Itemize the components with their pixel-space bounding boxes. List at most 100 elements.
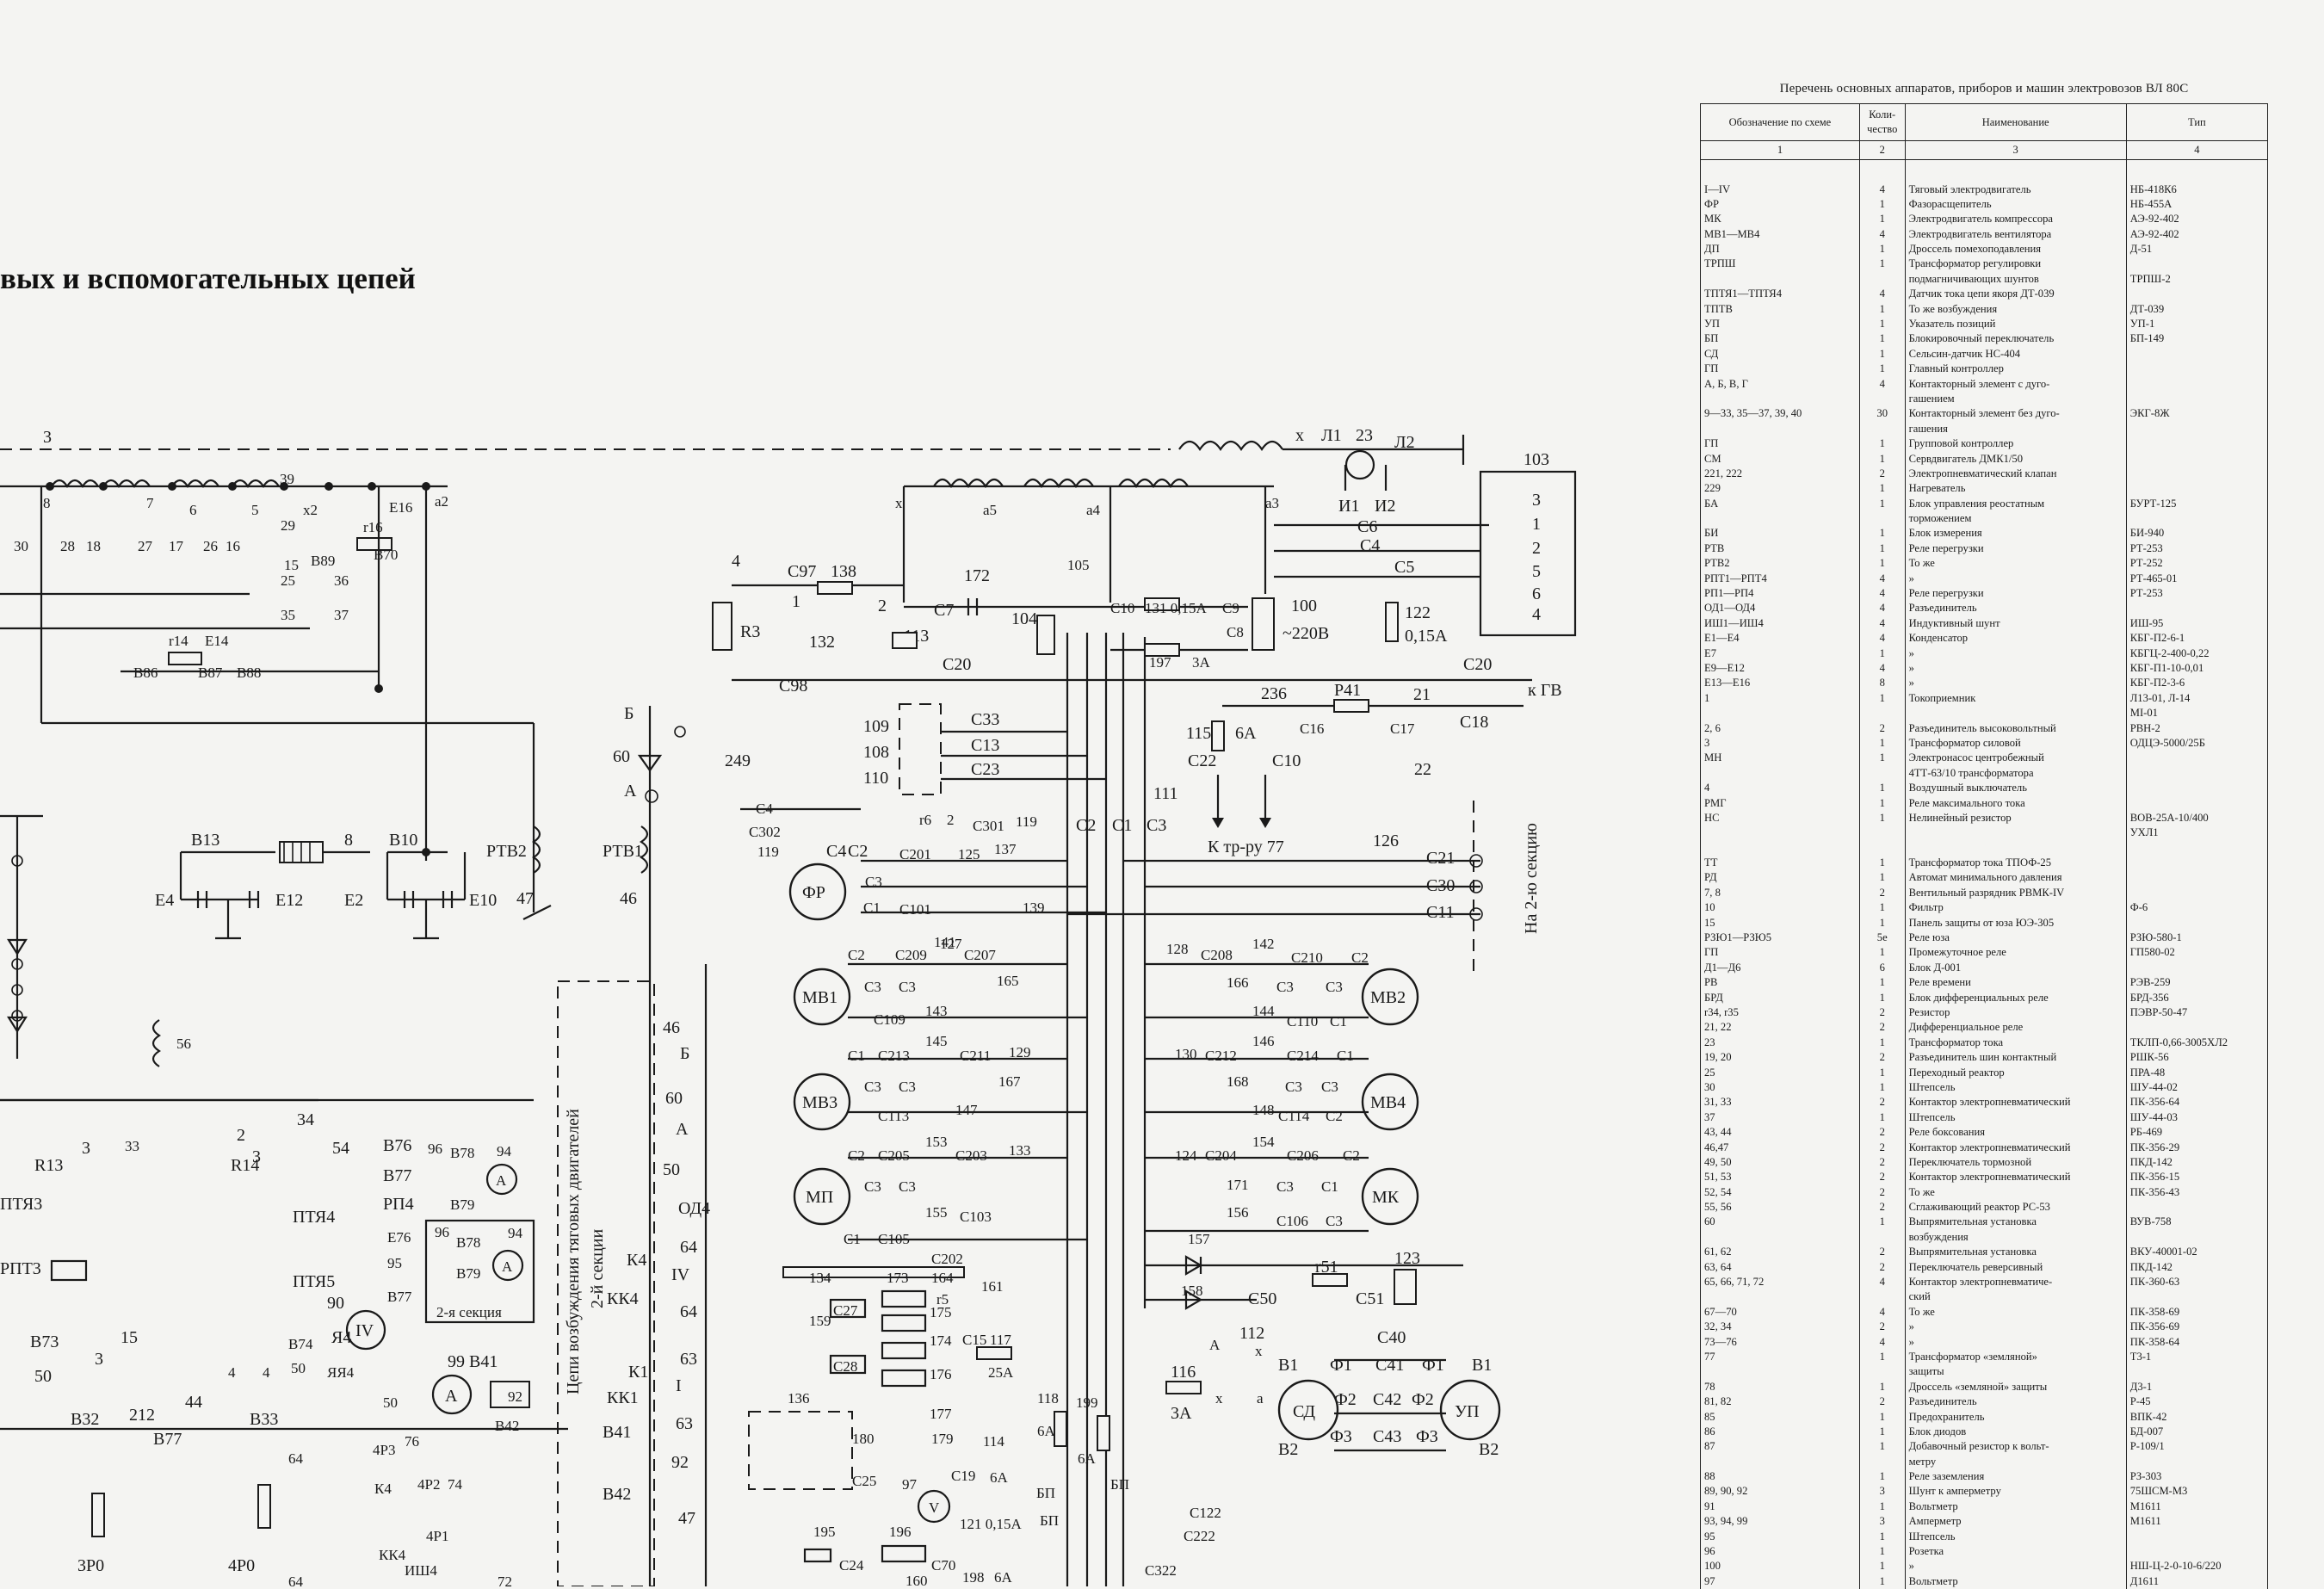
- svg-text:А: А: [624, 782, 637, 801]
- cell-type: ЭКГ-8Ж: [2125, 406, 2269, 422]
- svg-text:64: 64: [680, 1302, 697, 1321]
- svg-text:C101: C101: [899, 901, 931, 918]
- cell-quantity: 1: [1858, 1035, 1906, 1051]
- cell-designation: ОД1—ОД4: [1700, 601, 1860, 616]
- svg-text:C210: C210: [1291, 949, 1323, 966]
- cell-name: Автомат минимального давления: [1904, 870, 2127, 886]
- cell-designation: Д1—Д6: [1700, 960, 1860, 976]
- cell-designation: ФР: [1700, 196, 1860, 213]
- cell-designation: Е1—Е4: [1700, 631, 1860, 646]
- svg-text:145: 145: [925, 1033, 948, 1049]
- parts-table: Обозначение по схеме Коли-чество Наимено…: [1700, 103, 2269, 1589]
- cell-designation: 87: [1700, 1439, 1860, 1455]
- svg-text:22: 22: [1414, 760, 1431, 779]
- cell-name: »: [1904, 1320, 2127, 1335]
- svg-text:МВ3: МВ3: [802, 1093, 838, 1112]
- cell-quantity: [1858, 391, 1906, 407]
- svg-text:C3: C3: [1147, 816, 1166, 835]
- svg-text:C105: C105: [878, 1231, 910, 1247]
- cell-type: ВКУ-40001-02: [2125, 1245, 2269, 1260]
- svg-text:В87: В87: [198, 665, 223, 681]
- table-row: торможением: [1700, 511, 2269, 527]
- svg-text:C109: C109: [874, 1011, 905, 1028]
- svg-text:115: 115: [1186, 724, 1211, 743]
- cell-type: БУРТ-125: [2125, 496, 2269, 512]
- svg-text:157: 157: [1188, 1231, 1210, 1247]
- svg-text:Е16: Е16: [389, 499, 412, 516]
- cell-name: торможением: [1904, 511, 2127, 527]
- cell-type: [2125, 451, 2269, 467]
- svg-text:V: V: [929, 1499, 940, 1516]
- cell-type: Д1611: [2125, 1574, 2269, 1589]
- svg-text:r5: r5: [936, 1291, 949, 1308]
- cell-type: ОДЦЭ-5000/25Б: [2125, 735, 2269, 751]
- svg-text:В77: В77: [153, 1430, 182, 1449]
- svg-text:C322: C322: [1145, 1562, 1177, 1579]
- cell-name: Контактор электропневматический: [1904, 1140, 2127, 1155]
- cell-type: М1611: [2125, 1514, 2269, 1530]
- cell-type: РЗЮ-580-1: [2125, 931, 2269, 946]
- cell-name: Нагреватель: [1904, 481, 2127, 497]
- cell-name: Предохранитель: [1904, 1409, 2127, 1425]
- cell-quantity: 4: [1858, 1334, 1906, 1350]
- svg-text:137: 137: [994, 841, 1017, 857]
- svg-text:C10: C10: [1110, 600, 1134, 616]
- svg-text:х: х: [1255, 1343, 1263, 1359]
- cell-designation: 221, 222: [1700, 466, 1860, 482]
- cell-designation: 96: [1700, 1544, 1860, 1560]
- cell-quantity: 2: [1858, 1200, 1906, 1215]
- cell-quantity: 1: [1858, 436, 1906, 452]
- table-row: [1700, 840, 2269, 856]
- svg-text:~220В: ~220В: [1283, 624, 1329, 643]
- cell-quantity: 1: [1858, 1065, 1906, 1080]
- svg-text:C42: C42: [1373, 1390, 1401, 1409]
- svg-text:Ф3: Ф3: [1330, 1427, 1352, 1446]
- cell-type: КБГ-П1-10-0,01: [2125, 661, 2269, 677]
- cell-type: ВУВ-758: [2125, 1215, 2269, 1230]
- svg-text:Ф1: Ф1: [1330, 1356, 1352, 1375]
- cell-quantity: 8: [1858, 676, 1906, 691]
- cell-designation: 89, 90, 92: [1700, 1484, 1860, 1499]
- excitation-circuits: Цепи возбуждения тяговых двигателей 2-й …: [557, 964, 710, 1586]
- svg-text:Ф2: Ф2: [1334, 1390, 1357, 1409]
- cell-quantity: 1: [1858, 301, 1906, 318]
- diagram-title: вых и вспомогательных цепей: [0, 262, 416, 295]
- cell-designation: [1700, 765, 1860, 782]
- selsyn-sd: [1277, 1379, 1339, 1441]
- cell-quantity: 1: [1858, 1574, 1906, 1589]
- cell-type: БИ-940: [2125, 526, 2269, 541]
- cell-designation: РВ: [1700, 975, 1860, 991]
- svg-text:4: 4: [263, 1364, 270, 1381]
- cell-type: АЭ-92-402: [2125, 226, 2269, 243]
- svg-text:E14: E14: [205, 633, 229, 649]
- cell-name: Сервдвигатель ДМК1/50: [1904, 451, 2127, 467]
- svg-text:В1: В1: [1472, 1356, 1492, 1375]
- svg-text:C40: C40: [1377, 1328, 1406, 1347]
- svg-text:C10: C10: [1272, 751, 1301, 770]
- parts-list: Перечень основных аппаратов, приборов и …: [1700, 82, 2269, 1589]
- svg-text:56: 56: [176, 1036, 191, 1052]
- cell-designation: РПТ1—РПТ4: [1700, 571, 1860, 587]
- cell-quantity: [1858, 765, 1906, 782]
- cell-designation: РТВ: [1700, 541, 1860, 557]
- svg-text:В10: В10: [389, 831, 417, 850]
- cell-name: Дифференциальное реле: [1904, 1020, 2127, 1036]
- svg-text:18: 18: [86, 538, 101, 554]
- table-row: гашения: [1700, 421, 2269, 437]
- col-number: 1: [1700, 140, 1860, 160]
- svg-text:Е2: Е2: [344, 891, 363, 910]
- cell-name: »: [1904, 571, 2127, 587]
- cell-designation: ГП: [1700, 945, 1860, 961]
- svg-text:44: 44: [185, 1393, 202, 1412]
- cell-type: НБ-455А: [2125, 196, 2269, 213]
- svg-text:РТВ1: РТВ1: [603, 842, 643, 861]
- svg-text:6: 6: [1532, 584, 1541, 603]
- svg-text:196: 196: [889, 1524, 912, 1540]
